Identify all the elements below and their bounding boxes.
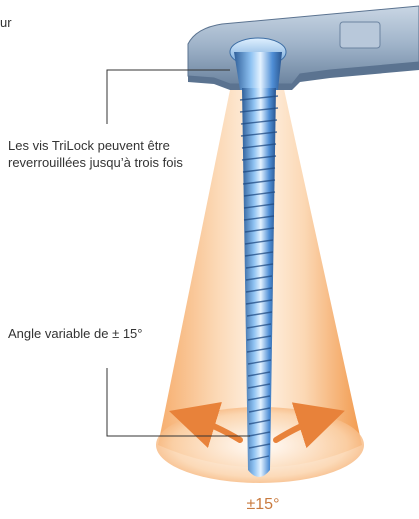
cropped-text-fragment: ur (0, 14, 12, 31)
relock-caption: Les vis TriLock peuvent être reverrouill… (8, 137, 188, 171)
screw-neck (234, 52, 282, 90)
degree-label: ±15° (218, 496, 308, 514)
plate-slot (340, 22, 380, 48)
bone-plate (188, 6, 419, 90)
angle-caption: Angle variable de ± 15° (8, 325, 142, 342)
